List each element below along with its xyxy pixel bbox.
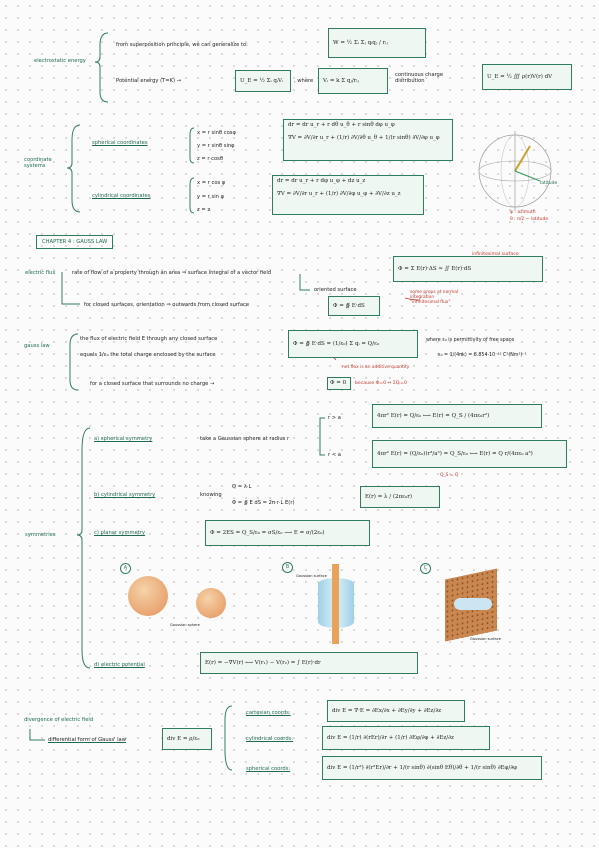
sym-b: b) cylindrical symmetry: [94, 492, 156, 498]
sph-x: x = r sinθ cosφ: [197, 130, 236, 136]
flux-note: some props at normal integration "infini…: [410, 290, 459, 305]
eq-ue: U_E = ½ Σᵢ qᵢVᵢ: [235, 70, 291, 92]
div-sph-label: spherical coords:: [246, 766, 291, 772]
flux-eq: Φ = Σ E(r)·ΔS ≈ ∬ E(r)·dS: [393, 256, 543, 282]
div-sph-eq: div E = (1/r²) ∂(r²Er)/∂r + 1/(r sinθ) ∂…: [322, 756, 542, 780]
gauss-label: gauss law: [24, 343, 50, 349]
divergence-label: divergence of electric field: [24, 717, 94, 723]
div-cyl-label: cylindrical coords:: [246, 736, 294, 742]
energy-item1: from superposition principle, we can gen…: [116, 42, 248, 48]
continuous-label: continuous charge distribution: [395, 72, 444, 84]
sym-c: c) planar symmetry: [94, 530, 145, 536]
sph-y: y = r sinθ sinφ: [197, 143, 235, 149]
sph-grad: ∇V = ∂V/∂r u_r + (1/r) ∂V/∂θ u_θ + 1/(r …: [288, 135, 440, 141]
sym-a-eq2: 4πr² E(r) = (Q/ε₀)(r³/a³) = Q_S/ε₀ ⟷ E(r…: [372, 440, 567, 468]
div-cart-label: cartesian coords:: [246, 710, 291, 716]
eq-continuous: U_E = ½ ∭ ρ(r)V(r) dV: [482, 64, 572, 90]
fig-c-label: Gaussian surface: [470, 637, 501, 641]
fig-b-label: Gaussian surface: [296, 574, 327, 578]
sphere-coords-figure: [478, 131, 552, 211]
cyl-z: z = z: [197, 207, 211, 213]
flux-label: electric flux: [25, 270, 56, 276]
cyl-dr: dr = dr u_r + r dφ u_φ + dz u_z: [277, 178, 366, 184]
cyl-eq-box: dr = dr u_r + r dφ u_φ + dz u_z ∇V = ∂V/…: [272, 175, 424, 215]
sym-d-eq: E(r) = −∇V(r) ⟷ V(r₁) − V(r₂) = ∫ E(r)·d…: [200, 652, 418, 674]
gaussian-pillbox: [454, 598, 492, 610]
sym-a-note: Q_S = Q: [440, 473, 459, 478]
sym-b-eq: E(r) = λ / (2πε₀r): [360, 486, 440, 508]
energy-where: , where: [294, 78, 314, 84]
cylindrical-label: cylindrical coordinates: [92, 193, 151, 199]
cyl-x: x = r cos φ: [197, 180, 226, 186]
fig-note-azimuth: φ : azimuth: [510, 210, 536, 215]
coords-label: coordinate systems: [24, 157, 52, 169]
sph-dr: dr = dr u_r + r dθ u_θ + r sinθ dφ u_φ: [288, 122, 395, 128]
sym-c-eq: Φ = 2ES = Q_S/ε₀ = σS/ε₀ ⟶ E = σ/(2ε₀): [205, 520, 370, 546]
gaussian-sphere-large: [128, 576, 168, 616]
div-cyl-eq: div E = (1/r) ∂(rEr)/∂r + (1/r) ∂Eφ/∂φ +…: [322, 726, 490, 750]
fig-c-marker: C: [420, 563, 431, 574]
energy-item2: Potential energy (T=K) →: [116, 78, 182, 84]
sym-a-eq1: 4πr² E(r) = Q/ε₀ ⟷ E(r) = Q_S / (4πε₀r²): [372, 404, 542, 428]
gauss-epsilon: ε₀ = 1/(4πk) = 8.854·10⁻¹² C²(Nm²)⁻¹: [438, 353, 527, 358]
spherical-label: spherical coordinates: [92, 140, 148, 146]
energy-label: electrostatic energy: [34, 58, 86, 64]
flux-def: rate of flow of a property through an ar…: [72, 270, 272, 276]
sym-b-phi: Φ = ∯ E dS = 2π·r·L E(r): [232, 500, 295, 506]
divergence-eq: div E = ρ/ε₀: [162, 728, 212, 750]
gauss-because: because Φ=0 ⇔ ΣQᵢ=0: [355, 381, 407, 386]
chapter-title: CHAPTER 4 : GAUSS LAW: [36, 235, 114, 249]
gauss-nocharge: for a closed surface that surrounds no c…: [90, 381, 215, 387]
div-cart-eq: div E = ∇·E = ∂Ex/∂x + ∂Ey/∂y + ∂Ez/∂z: [327, 700, 465, 722]
flux-oriented: oriented surface: [314, 287, 357, 293]
gauss-zero-eq: Φ = 0: [327, 377, 351, 390]
flux-closed: for closed surfaces, orientation ⇒ outwa…: [84, 302, 250, 308]
fig-b-marker: B: [282, 562, 293, 573]
cyl-grad: ∇V = ∂V/∂r u_r + (1/r) ∂V/∂φ u_φ + ∂V/∂z…: [277, 191, 401, 197]
fig-note-theta: θ : π/2 − latitude: [510, 217, 549, 222]
sym-a-desc: take a Gaussian sphere at radius r: [200, 436, 290, 442]
eq-vi: Vᵢ = k Σ qⱼ/rᵢⱼ: [318, 68, 388, 94]
sym-d: d) electric potential: [94, 662, 145, 668]
sph-z: z = r cosθ: [197, 156, 224, 162]
gauss-nonzero-note: net flux is an additive quantity: [342, 365, 410, 370]
fig-a-label: Gaussian sphere: [170, 623, 200, 627]
sph-eq-box: dr = dr u_r + r dθ u_θ + r sinθ dφ u_φ ∇…: [283, 119, 453, 161]
sym-r-gt: r > a: [328, 415, 341, 421]
gauss-stmt1: the flux of electric field E through any…: [80, 336, 218, 342]
symmetries-label: symmetries: [25, 532, 56, 538]
flux-infinitesimal: infinitesimal surface: [472, 252, 519, 257]
gaussian-sphere-small: [196, 588, 226, 618]
sym-r-lt: r < a: [328, 452, 341, 458]
sym-a: a) spherical symmetry: [94, 436, 153, 442]
gauss-where: where ε₀ is permittivity of free space: [426, 338, 515, 343]
fig-note-latitude: latitude: [540, 181, 558, 186]
sym-b-knowing: knowing: [200, 492, 222, 498]
sym-b-q: Q = λ·L: [232, 484, 252, 490]
cyl-y: y = r sin φ: [197, 194, 224, 200]
gauss-eq: Φ = ∯ E·dS = (1/ε₀) Σ qᵢ = Q/ε₀: [288, 330, 418, 358]
fig-a-marker: A: [120, 563, 131, 574]
eq-w: W = ½ Σᵢ Σⱼ qᵢqⱼ / rᵢⱼ: [328, 28, 426, 58]
divergence-diff: differential form of Gauss' law: [48, 737, 126, 743]
gauss-stmt2: equals 1/ε₀ the total charge enclosed by…: [80, 352, 216, 358]
line-charge-rod: [332, 564, 339, 644]
flux-closed-eq: Φ = ∯ E·dS: [328, 296, 380, 316]
